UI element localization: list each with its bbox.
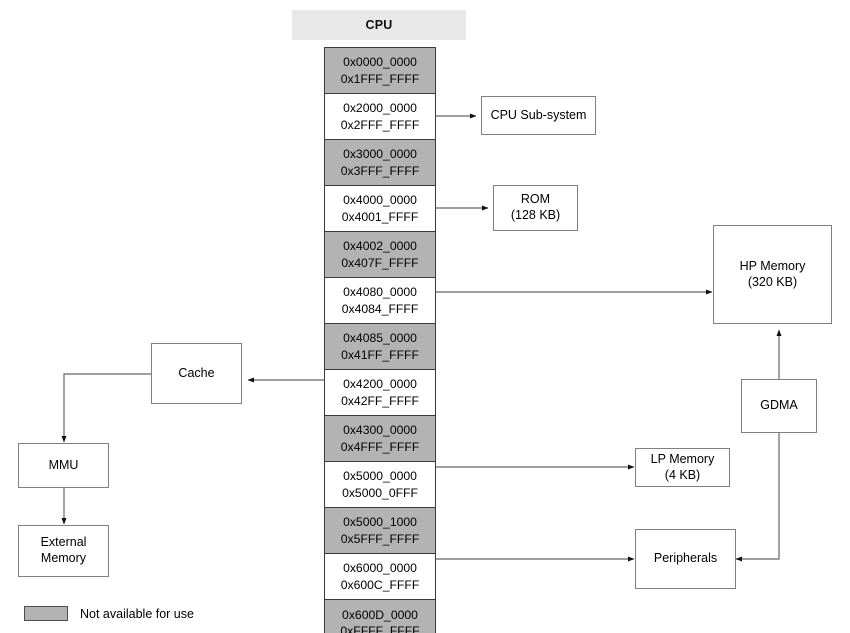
legend: Not available for use: [24, 606, 194, 621]
memory-row-start: 0x4200_0000: [343, 377, 417, 392]
block-lp-memory-line1: LP Memory: [650, 451, 715, 466]
memory-row-start: 0x4002_0000: [343, 239, 417, 254]
memory-row-end: 0x5FFF_FFFF: [340, 531, 420, 546]
block-mmu[interactable]: MMU: [18, 443, 109, 488]
memory-row-start: 0x4085_0000: [343, 331, 417, 346]
legend-label: Not available for use: [80, 606, 194, 621]
cpu-band-label: CPU: [292, 10, 466, 40]
legend-swatch-unavailable: [24, 606, 68, 621]
memory-row-end: 0x407F_FFFF: [341, 255, 419, 270]
memory-row-end: 0xFFFF_FFFF: [340, 624, 420, 633]
memory-row-start: 0x4080_0000: [343, 285, 417, 300]
wire-cache-to-mmu: [61, 373, 151, 443]
memory-row-end: 0x42FF_FFFF: [341, 393, 419, 408]
block-peripherals[interactable]: Peripherals: [635, 529, 736, 589]
memory-row-start: 0x600D_0000: [342, 607, 418, 622]
block-hp-memory-line1: HP Memory: [739, 258, 806, 273]
memory-row-start: 0x3000_0000: [343, 147, 417, 162]
block-hp-memory[interactable]: HP Memory (320 KB): [713, 225, 832, 324]
block-cache[interactable]: Cache: [151, 343, 242, 404]
memory-map-row[interactable]: 0x600D_0000 0xFFFF_FFFF: [325, 600, 435, 633]
memory-row-end: 0x600C_FFFF: [340, 577, 420, 592]
memory-row-start: 0x4300_0000: [343, 423, 417, 438]
memory-row-end: 0x3FFF_FFFF: [340, 163, 420, 178]
memory-row-start: 0x6000_0000: [343, 561, 417, 576]
memory-row-end: 0x5000_0FFF: [342, 485, 418, 500]
block-cache-line1: Cache: [178, 365, 215, 380]
block-rom-line1: ROM: [520, 192, 551, 207]
block-external-memory-line2: Memory: [40, 551, 87, 565]
memory-row-start: 0x5000_1000: [343, 515, 417, 530]
block-gdma[interactable]: GDMA: [741, 379, 817, 433]
block-lp-memory[interactable]: LP Memory (4 KB): [635, 448, 730, 487]
memory-row-start: 0x5000_0000: [343, 469, 417, 484]
memory-row-end: 0x4FFF_FFFF: [340, 439, 420, 454]
block-gdma-line1: GDMA: [760, 398, 798, 413]
block-rom[interactable]: ROM (128 KB): [493, 185, 578, 231]
memory-row-start: 0x0000_0000: [343, 55, 417, 70]
memory-row-start: 0x2000_0000: [343, 101, 417, 116]
block-rom-line2: (128 KB): [510, 208, 561, 222]
block-hp-memory-line2: (320 KB): [747, 274, 798, 289]
memory-row-end: 0x2FFF_FFFF: [340, 117, 420, 132]
block-external-memory-line1: External: [40, 535, 87, 550]
memory-row-start: 0x4000_0000: [343, 193, 417, 208]
block-lp-memory-line2: (4 KB): [664, 467, 701, 482]
memory-row-end: 0x4084_FFFF: [341, 301, 419, 316]
block-cpu-subsystem-line1: CPU Sub-system: [490, 107, 587, 122]
memory-row-end: 0x1FFF_FFFF: [340, 71, 420, 86]
block-peripherals-line1: Peripherals: [653, 551, 718, 566]
block-cpu-subsystem[interactable]: CPU Sub-system: [481, 96, 596, 135]
memory-row-end: 0x4001_FFFF: [341, 209, 419, 224]
block-mmu-line1: MMU: [48, 457, 79, 472]
memory-row-end: 0x41FF_FFFF: [341, 347, 419, 362]
wire-gdma-to-peripherals: [735, 433, 780, 562]
block-external-memory[interactable]: External Memory: [18, 525, 109, 577]
